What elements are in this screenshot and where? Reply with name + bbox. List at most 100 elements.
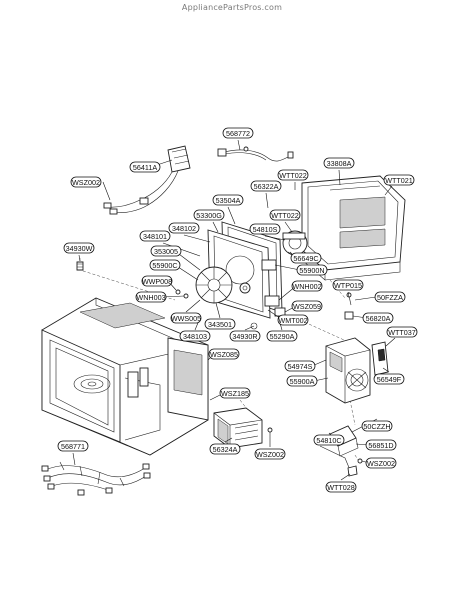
part-label-bubble <box>212 194 244 206</box>
capacitor-50CZZH <box>319 425 359 477</box>
screws-wsz <box>175 289 363 464</box>
part-label-bubble <box>361 420 393 432</box>
part-label: 55900N <box>296 264 328 276</box>
part-label-bubble <box>323 157 355 169</box>
part-number: 568771 <box>61 442 85 451</box>
part-number: WTT022 <box>271 211 299 220</box>
part-number: WSZ085 <box>210 350 238 359</box>
part-label-bubble <box>70 176 102 188</box>
part-label-bubble <box>250 180 282 192</box>
part-label: WWP008 <box>141 275 173 287</box>
part-number: 56324A <box>213 445 238 454</box>
part-number: 55290A <box>270 332 295 341</box>
part-label-bubble <box>219 387 251 399</box>
part-label: 50CZZH <box>361 420 393 432</box>
part-label: 343501 <box>204 318 236 330</box>
part-label-bubble <box>170 312 202 324</box>
part-number: WTT028 <box>327 483 355 492</box>
part-number: 56549F <box>377 375 402 384</box>
part-label-bubble <box>284 360 316 372</box>
part-label-bubble <box>365 457 397 469</box>
part-label: 34930W <box>63 242 95 254</box>
part-label: WNH003 <box>135 291 167 303</box>
part-label: 56820A <box>362 312 394 324</box>
part-label-bubble <box>208 348 240 360</box>
part-label: 33808A <box>323 157 355 169</box>
part-number: 54810S <box>253 225 278 234</box>
part-label-bubble <box>63 242 95 254</box>
part-label-bubble <box>386 326 418 338</box>
part-number: WSZ002 <box>72 178 100 187</box>
part-label: 56324A <box>209 443 241 455</box>
part-label-bubble <box>129 161 161 173</box>
part-label-bubble <box>254 448 286 460</box>
magnetron-55900A <box>325 337 371 404</box>
part-label-bubble <box>291 300 323 312</box>
part-number: 55900C <box>152 261 177 270</box>
part-label-bubble <box>290 252 322 264</box>
part-label-bubble <box>168 222 200 234</box>
part-number: WSZ002 <box>367 459 395 468</box>
part-label: 348103 <box>179 330 211 342</box>
part-label: 54810S <box>249 223 281 235</box>
part-label-bubble <box>277 314 309 326</box>
fan-blade-55900C <box>195 266 251 304</box>
part-label: WTT021 <box>383 174 415 186</box>
power-cord-568772 <box>217 146 294 162</box>
part-label: 348102 <box>168 222 200 234</box>
part-label-bubble <box>222 127 254 139</box>
part-label-bubble <box>374 291 406 303</box>
back-panel-53300G <box>207 221 283 319</box>
part-label: WWS005 <box>170 312 202 324</box>
part-number: 53300G <box>196 211 222 220</box>
part-label-bubble <box>150 245 182 257</box>
part-label: 56649C <box>290 252 322 264</box>
part-number: WTP015 <box>334 281 362 290</box>
part-label: WTT037 <box>386 326 418 338</box>
part-number: 50CZZH <box>363 422 390 431</box>
part-label: 56851D <box>365 439 397 451</box>
part-number: 54810C <box>316 436 341 445</box>
part-label: 50FZZA <box>374 291 406 303</box>
part-label-bubble <box>365 439 397 451</box>
part-label: 56549F <box>373 373 405 385</box>
part-number: WTT037 <box>388 328 416 337</box>
part-label: 348101 <box>139 230 171 242</box>
part-label: 53504A <box>212 194 244 206</box>
part-number: WTT021 <box>385 176 413 185</box>
part-label: WTT022 <box>277 169 309 181</box>
part-label-bubble <box>141 275 173 287</box>
part-number: WSZ185 <box>221 389 249 398</box>
part-label-bubble <box>296 264 328 276</box>
part-number: 55900N <box>299 266 324 275</box>
part-label: 55290A <box>266 330 298 342</box>
part-label: 353005 <box>150 245 182 257</box>
part-number: 53504A <box>216 196 241 205</box>
part-number: WWP008 <box>142 277 172 286</box>
part-label: WSZ085 <box>208 348 240 360</box>
part-number: WSZ059 <box>293 302 321 311</box>
part-label: 56322A <box>250 180 282 192</box>
part-number: 56411A <box>133 163 157 172</box>
part-label-bubble <box>286 375 318 387</box>
part-number: 56851D <box>368 441 393 450</box>
part-label: WTT022 <box>269 209 301 221</box>
part-label: 56411A <box>129 161 161 173</box>
part-label: WMT002 <box>277 314 309 326</box>
part-label: WNH002 <box>291 280 323 292</box>
part-number: 343501 <box>208 320 232 329</box>
part-label-bubble <box>277 169 309 181</box>
wire-harness-568771 <box>41 461 151 496</box>
part-label: 34930R <box>229 330 261 342</box>
part-label-bubble <box>266 330 298 342</box>
part-label-bubble <box>362 312 394 324</box>
part-number: 568772 <box>226 129 250 138</box>
duct-assembly-33808A <box>301 175 406 281</box>
part-label: 53300G <box>193 209 225 221</box>
part-label: WSZ002 <box>365 457 397 469</box>
transformer-56324A <box>213 407 263 449</box>
part-label: 54974S <box>284 360 316 372</box>
part-label: 55900C <box>149 259 181 271</box>
part-label-bubble <box>291 280 323 292</box>
